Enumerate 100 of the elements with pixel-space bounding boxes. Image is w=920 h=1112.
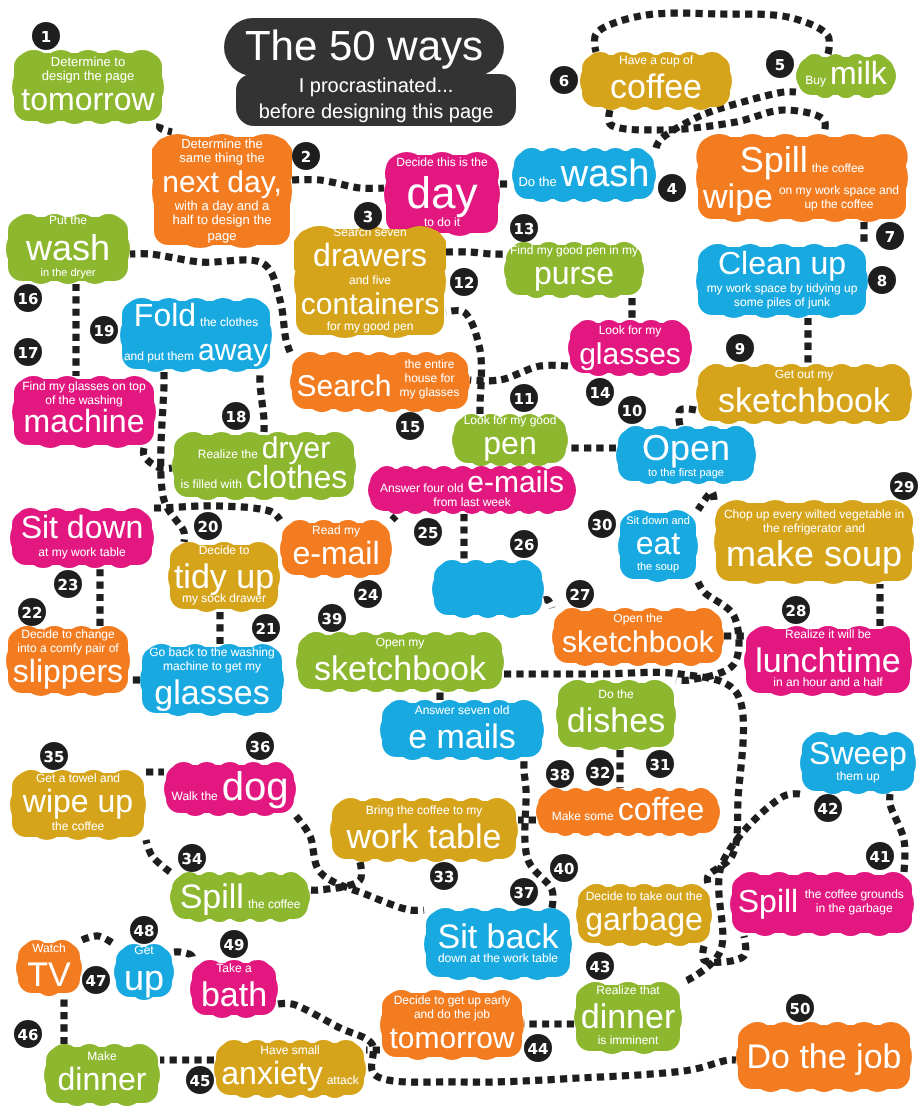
dotted-connector — [366, 1046, 380, 1054]
dotted-connector — [436, 692, 444, 700]
step-keyword: slippers — [12, 657, 124, 692]
step-keyword: tomorrow — [21, 85, 155, 119]
dotted-connector — [80, 932, 116, 947]
dotted-connector — [628, 298, 636, 320]
step-keyword: tomorrow — [389, 1023, 515, 1055]
dotted-connector — [277, 999, 737, 1086]
dotted-connector — [129, 250, 294, 354]
dotted-connector — [568, 444, 616, 452]
dotted-connector — [675, 580, 743, 685]
step-keyword: Do the job — [746, 1039, 902, 1075]
dotted-connector — [146, 768, 164, 776]
step-keyword: dinner — [57, 1065, 147, 1099]
dotted-connector — [445, 306, 486, 414]
step-keyword: bath — [200, 978, 268, 1014]
dotted-connector — [256, 371, 268, 433]
dotted-connector — [460, 514, 468, 560]
step-keyword: dog — [221, 768, 289, 810]
step-keyword: wipe up — [22, 788, 134, 821]
step-keyword: Open — [641, 429, 731, 468]
step-keyword: Fold — [133, 302, 197, 337]
step-keyword: Clean up — [717, 250, 847, 283]
dotted-connector — [886, 793, 909, 873]
step-keyword: up — [123, 960, 165, 998]
step-keyword: dishes — [566, 704, 666, 740]
step-keyword: sketchbook — [314, 651, 486, 687]
step-keyword: milk — [829, 59, 887, 93]
step-keyword: anxiety — [221, 1059, 323, 1093]
step-keyword: next day, — [162, 167, 282, 200]
dotted-connector — [724, 632, 744, 640]
step-keyword: Sweep — [809, 739, 907, 772]
step-keyword: drawers — [313, 242, 427, 275]
dotted-connector — [156, 123, 173, 136]
step-keyword: coffee — [609, 70, 702, 106]
step-keyword: dryer — [261, 433, 331, 465]
step-keyword: wash — [560, 155, 650, 195]
step-keyword: Spill — [179, 879, 244, 915]
step-keyword: sketchbook — [562, 628, 714, 660]
dotted-connector — [389, 513, 399, 523]
dotted-connector — [139, 447, 173, 473]
title: The 50 ways — [224, 18, 504, 76]
step-keyword: garbage — [585, 905, 703, 939]
step-keyword: pen — [483, 430, 537, 464]
step-keyword: wash — [25, 230, 111, 269]
step-keyword: glasses — [154, 675, 270, 712]
dotted-connector — [605, 106, 829, 135]
subtitle: before designing this page — [236, 100, 516, 126]
step-keyword: machine — [23, 408, 145, 443]
dotted-connector — [876, 584, 884, 626]
step-keyword: purse — [533, 260, 615, 294]
subtitle: I procrastinated... — [236, 74, 516, 100]
step-keyword: Search — [296, 372, 392, 404]
step-keyword: TV — [27, 957, 71, 993]
step-keyword: glasses — [579, 339, 681, 371]
step-keyword: away — [198, 336, 269, 368]
step-keyword: Spill — [737, 887, 799, 921]
dotted-connector — [130, 676, 140, 684]
dotted-connector — [60, 996, 68, 1044]
step-keyword: e mails — [408, 719, 516, 755]
step-keyword: clothes — [245, 464, 348, 499]
step-keyword: Sit back — [437, 919, 559, 955]
dotted-connector — [652, 88, 797, 150]
dotted-connector — [72, 284, 80, 376]
step-keyword: dinner — [580, 1000, 676, 1036]
dotted-connector — [469, 361, 569, 385]
dotted-connector — [804, 318, 812, 364]
dotted-connector — [694, 488, 718, 512]
step-keyword: lunchtime — [755, 643, 901, 679]
dotted-connector — [291, 175, 385, 192]
step-keyword: Sit down — [20, 514, 144, 547]
dotted-connector — [543, 596, 556, 610]
step-keyword: e-mails — [467, 467, 565, 499]
dotted-connector — [173, 948, 196, 961]
dotted-connector — [699, 935, 750, 966]
dotted-connector — [616, 750, 624, 788]
dotted-connector — [293, 813, 425, 914]
dotted-connector — [860, 222, 868, 244]
dotted-connector — [157, 372, 189, 543]
dotted-connector — [518, 816, 536, 824]
dotted-connector — [524, 1020, 574, 1028]
dotted-connector — [445, 248, 505, 258]
dotted-connector — [500, 180, 512, 188]
step-keyword: make soup — [725, 536, 903, 575]
dotted-connector — [153, 502, 283, 523]
step-keyword: work table — [346, 819, 502, 855]
dotted-connector — [520, 759, 557, 909]
dotted-connector — [160, 1056, 214, 1064]
dotted-connector — [216, 612, 224, 644]
step-keyword: Spill — [739, 141, 808, 180]
step-keyword: wipe — [703, 179, 773, 215]
dotted-connector — [504, 668, 748, 885]
step-keyword: day — [406, 170, 478, 218]
step-keyword: sketchbook — [718, 383, 890, 419]
dotted-connector — [96, 568, 104, 626]
dotted-connector — [309, 861, 366, 894]
step-keyword: e-mail — [292, 539, 380, 573]
step-keyword: eat — [635, 529, 681, 562]
step-keyword: tidy up — [173, 559, 275, 595]
dotted-connector — [681, 790, 801, 986]
